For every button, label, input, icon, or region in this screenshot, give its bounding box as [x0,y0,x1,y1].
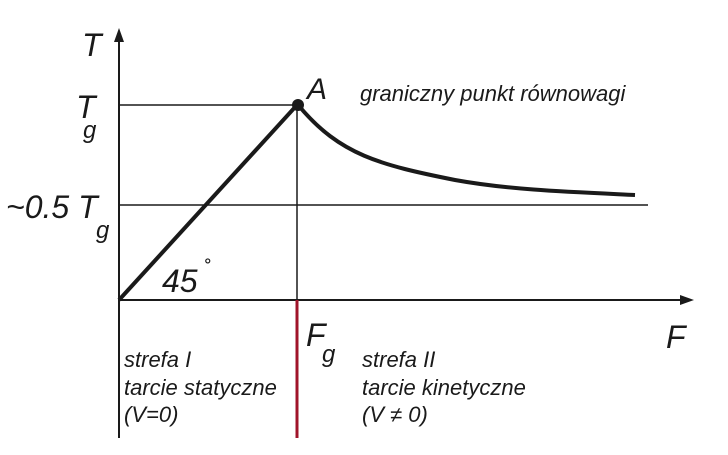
y-axis-arrow [114,28,124,42]
static-zone-name: tarcie statyczne [124,375,277,400]
x-axis-label: F [666,319,688,355]
x-axis-arrow [680,295,694,305]
static-friction-line [117,103,299,302]
fg-tick-subscript: g [322,341,336,368]
y-axis-label: T [82,27,104,63]
point-a-marker [292,99,304,111]
fg-tick-label: F [306,317,328,353]
angle-unit: ˚ [203,256,211,281]
static-zone-condition: (V=0) [124,402,178,427]
angle-value: 45 [162,263,198,299]
half-tg-tick-subscript: g [96,217,110,244]
tg-tick-subscript: g [83,117,97,144]
tg-tick-label: T [76,89,98,125]
point-a-label: A [305,73,327,106]
kinetic-friction-curve [297,104,636,197]
kinetic-zone-title: strefa II [362,347,435,372]
equilibrium-point-description: graniczny punkt równowagi [360,81,626,106]
kinetic-zone-name: tarcie kinetyczne [362,375,526,400]
static-zone-title: strefa I [124,347,191,372]
kinetic-zone-condition: (V ≠ 0) [362,402,428,427]
half-tg-tick-label: ~0.5 T [6,189,100,225]
